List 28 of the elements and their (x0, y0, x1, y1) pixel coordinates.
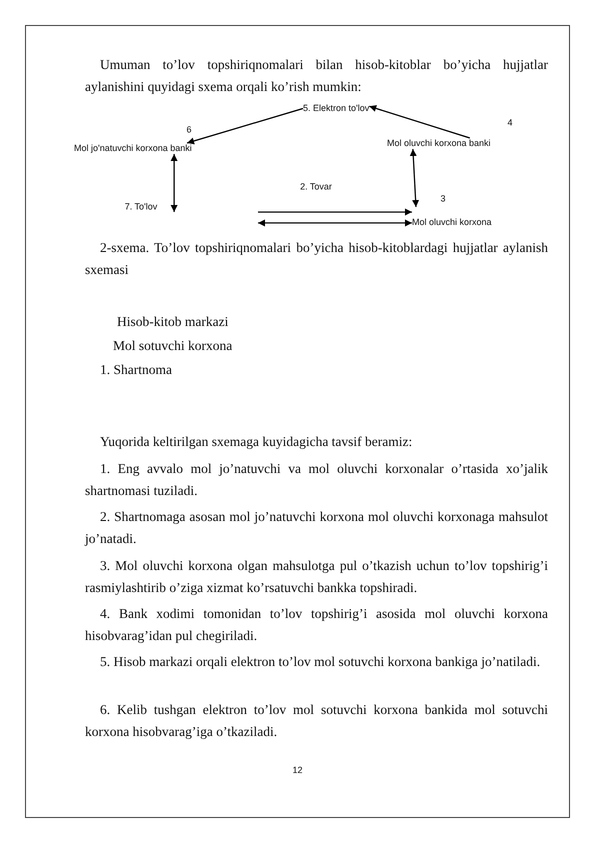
edge-label: 3 (440, 194, 446, 204)
edge-label: 7. To'lov (124, 202, 158, 212)
caption: 2-sxema. To’lov topshiriqnomalari bo’yicha hisob-kitoblardagi hujjatlar aylanish sxemasi (85, 239, 548, 279)
node-label: Mol jo'natuvchi korxona banki (74, 143, 192, 154)
paragraph: Umuman to’lov topshiriqnomalari bilan hisob-kitoblar bo’yicha hujjatlar aylanishini quyidagi sxema orqali ko’rish mumkin: (85, 56, 548, 96)
arrow (258, 219, 412, 226)
paragraph: 3. Mol oluvchi korxona olgan mahsulotga pul o’tkazish uchun to’lov topshirig’i rasmiylashtirib o’ziga xizmat ko’rsatuvchi bankka topshiradi. (85, 557, 548, 597)
text-line: 1. Shartnoma (100, 361, 172, 379)
paragraph: 2. Shartnomaga asosan mol jo’natuvchi korxona mol oluvchi korxonaga mahsulot jo’natadi. (85, 508, 548, 548)
text-line: Hisob-kitob markazi (117, 313, 228, 331)
arrow (186, 108, 304, 144)
text-line: Yuqorida keltirilgan sxemaga kuyidagicha tavsif beramiz: (100, 433, 412, 451)
arrow (258, 208, 412, 216)
node-label: Mol oluvchi korxona banki (387, 138, 491, 149)
edge-label: 6 (186, 124, 192, 136)
edge-label: 4 (508, 118, 512, 128)
text-line: Mol sotuvchi korxona (113, 337, 232, 355)
paragraph: 1. Eng avvalo mol jo’natuvchi va mol oluvchi korxonalar o’rtasida xo’jalik shartnomasi tuziladi. (85, 460, 548, 500)
node-label: 5. Elektron to'lov (303, 103, 370, 114)
paragraph: 5. Hisob markazi orqali elektron to’lov mol sotuvchi korxona bankiga jo’natiladi. (99, 653, 542, 671)
arrow (410, 148, 420, 208)
arrow (170, 154, 178, 212)
edge-label: 2. Tovar (300, 182, 332, 192)
paragraph: 4. Bank xodimi tomonidan to’lov topshirig’i asosida mol oluvchi korxona hisobvarag’idan pul chegiriladi. (85, 605, 548, 645)
paragraph: 6. Kelib tushgan elektron to’lov mol sotuvchi korxona bankida mol sotuvchi korxona hisobvarag’iga o’tkaziladi. (85, 701, 548, 741)
page-number: 12 (291, 765, 304, 775)
node-label: Mol oluvchi korxona (412, 207, 492, 228)
arrow (369, 105, 470, 139)
